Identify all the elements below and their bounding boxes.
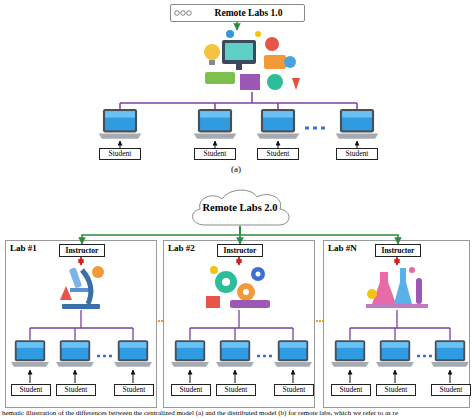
student-box: Student [56, 384, 96, 396]
node-label: Student [340, 386, 363, 394]
node-label: Student [204, 150, 227, 158]
ellipsis-dots [97, 355, 432, 358]
node-label: Instructor [66, 247, 99, 255]
student-box: Student [376, 384, 416, 396]
node-label: Instructor [382, 247, 415, 255]
lab-title: Lab #N [328, 243, 357, 253]
link-connector [239, 226, 241, 244]
student-box: Student [194, 148, 236, 160]
lab-panel: Lab #2 InstructorStudent Student Student [163, 240, 315, 408]
sub-figure-label: (a) [231, 164, 241, 174]
node-label: Student [225, 386, 248, 394]
laptop-icons [99, 109, 379, 139]
server-box: Remote Labs 1.0 [170, 4, 305, 22]
node-label: Student [109, 150, 132, 158]
node-label: Instructor [224, 247, 257, 255]
gears-illustration [206, 266, 270, 308]
laptop-icons [11, 340, 469, 367]
student-box: Student [171, 384, 211, 396]
student-box: Student [99, 148, 141, 160]
control-arrows [81, 257, 397, 265]
instructor-box: Instructor [59, 244, 105, 257]
student-box: Student [216, 384, 256, 396]
node-label: Remote Labs 1.0 [215, 8, 283, 18]
student-arrows [120, 141, 357, 148]
node-label: Student [440, 386, 463, 394]
student-box: Student [331, 384, 371, 396]
node-label: Student [180, 386, 203, 394]
node-label: Student [267, 150, 290, 158]
lab-title: Lab #2 [168, 243, 195, 253]
node-label: Student [385, 386, 408, 394]
student-box: Student [11, 384, 51, 396]
node-label: Student [65, 386, 88, 394]
link-arrow [236, 22, 238, 30]
microscope-illustration [60, 266, 104, 309]
distribution-lines [120, 92, 357, 109]
ellipsis-dots [305, 127, 325, 130]
instructor-box: Instructor [217, 244, 263, 257]
flasks-illustration [366, 267, 428, 308]
lab-title: Lab #1 [10, 243, 37, 253]
node-label: Student [123, 386, 146, 394]
ellipsis-dots [158, 320, 324, 322]
lab-panel: Lab #N InstructorStudent Student Student [323, 240, 470, 408]
link-connector [240, 226, 398, 244]
node-label: Student [283, 386, 306, 394]
cloud-node: Remote Labs 2.0 [185, 186, 295, 228]
distribution-lines [30, 310, 450, 340]
node-label: Student [20, 386, 43, 394]
student-box: Student [274, 384, 314, 396]
student-box: Student [114, 384, 154, 396]
node-label: Student [346, 150, 369, 158]
student-arrows [30, 370, 450, 383]
student-box: Student [257, 148, 299, 160]
lab-equipment-illustration [204, 30, 300, 90]
student-box: Student [431, 384, 471, 396]
instructor-box: Instructor [375, 244, 421, 257]
lab-panel: Lab #1 InstructorStudent Student Student [5, 240, 157, 408]
link-connector [82, 226, 240, 244]
figure-caption: hematic illustration of the differences … [2, 409, 398, 417]
node-label: Remote Labs 2.0 [203, 202, 278, 213]
student-box: Student [336, 148, 378, 160]
